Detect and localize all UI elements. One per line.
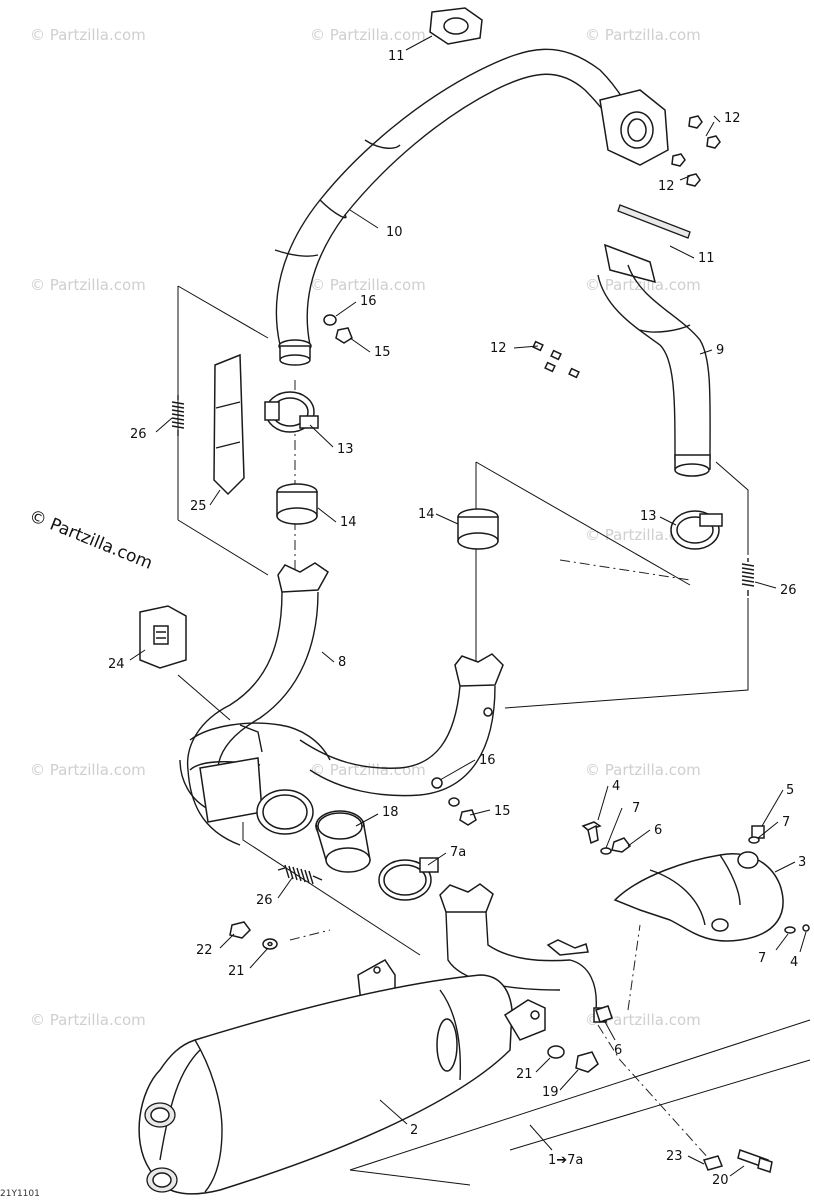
- callout-24: 24: [108, 657, 125, 672]
- callout-4: 4: [790, 955, 798, 970]
- spring-26-left: [171, 395, 185, 436]
- callout-8: 8: [338, 655, 346, 670]
- mount-bracket-24: [139, 605, 187, 669]
- callout-15: 15: [374, 345, 391, 360]
- callout-11: 11: [388, 49, 405, 64]
- callout-12: 12: [490, 341, 507, 356]
- callout-13: 13: [640, 509, 657, 524]
- callout-12: 12: [724, 111, 741, 126]
- watermark: © Partzilla.com: [30, 26, 146, 44]
- callout-20: 20: [712, 1173, 729, 1188]
- watermark: © Partzilla.com: [585, 276, 701, 294]
- callout-26: 26: [256, 893, 273, 908]
- callout-4: 4: [612, 779, 620, 794]
- watermark: © Partzilla.com: [30, 276, 146, 294]
- callout-23: 23: [666, 1149, 683, 1164]
- drawing-code: 21Y1101: [0, 1189, 40, 1199]
- assembly-lines: [177, 285, 811, 1186]
- callout-6: 6: [614, 1043, 622, 1058]
- callout-3: 3: [798, 855, 806, 870]
- callout-16: 16: [479, 753, 496, 768]
- callout-14: 14: [340, 515, 357, 530]
- bracket-3: [613, 851, 784, 942]
- hardware: [229, 115, 810, 1173]
- callout-7: 7: [632, 801, 640, 816]
- watermark: © Partzilla.com: [310, 276, 426, 294]
- callout-5: 5: [786, 783, 794, 798]
- gasket-11-top: [429, 7, 483, 45]
- callout-22: 22: [196, 943, 213, 958]
- callout-18: 18: [382, 805, 399, 820]
- callout-21: 21: [228, 964, 245, 979]
- watermark: © Partzilla.com: [585, 26, 701, 44]
- watermarks: © Partzilla.com © Partzilla.com © Partzi…: [26, 26, 701, 1029]
- watermark: © Partzilla.com: [310, 26, 426, 44]
- callout-16: 16: [360, 294, 377, 309]
- spring-26-lower: [277, 864, 323, 885]
- callout-26: 26: [130, 427, 147, 442]
- watermark: © Partzilla.com: [30, 761, 146, 779]
- callout-19: 19: [542, 1085, 559, 1100]
- sleeve-14-right: [457, 508, 499, 550]
- heat-shield-25: [213, 353, 245, 496]
- callout-10: 10: [386, 225, 403, 240]
- callouts: 11 12 12 10 11 16 15 12 9 26 13 25 14 14…: [108, 49, 806, 1188]
- y-pipe-8: [179, 562, 504, 846]
- leader-lines: [129, 35, 807, 1177]
- callout-15: 15: [494, 804, 511, 819]
- watermark: © Partzilla.com: [585, 1011, 701, 1029]
- callout-11: 11: [698, 251, 715, 266]
- callout-2: 2: [410, 1123, 418, 1138]
- clamp-13-left: [264, 391, 319, 433]
- callout-6: 6: [654, 823, 662, 838]
- muffler-2: [138, 959, 546, 1195]
- callout-14: 14: [418, 507, 435, 522]
- callout-13: 13: [337, 442, 354, 457]
- callout-26: 26: [780, 583, 797, 598]
- clamp-13-right: [670, 510, 723, 550]
- header-pipe-10: [274, 48, 669, 366]
- pipe-9: [597, 243, 711, 477]
- sleeve-18: [314, 810, 371, 873]
- gasket-11-lower: [617, 204, 691, 239]
- callout-7a: 7a: [450, 845, 466, 860]
- watermark: © Partzilla.com: [30, 1011, 146, 1029]
- callout-7: 7: [758, 951, 766, 966]
- callout-9: 9: [716, 343, 724, 358]
- callout-21: 21: [516, 1067, 533, 1082]
- callout-1-7a: 1➔7a: [548, 1153, 583, 1168]
- watermark-main: © Partzilla.com: [26, 506, 155, 574]
- watermark: © Partzilla.com: [310, 761, 426, 779]
- callout-7: 7: [782, 815, 790, 830]
- sleeve-14-left: [276, 483, 318, 525]
- watermark: © Partzilla.com: [585, 761, 701, 779]
- spring-26-right: [741, 558, 755, 596]
- callout-25: 25: [190, 499, 207, 514]
- callout-12: 12: [658, 179, 675, 194]
